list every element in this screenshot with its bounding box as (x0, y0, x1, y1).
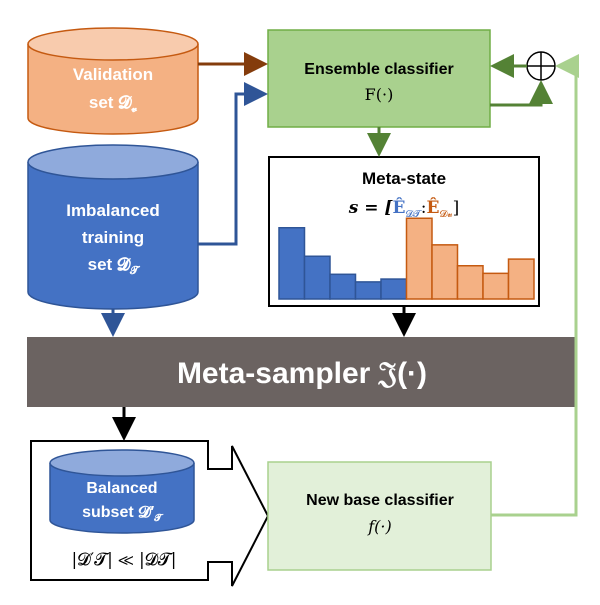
histogram-bar-train-3 (354, 281, 382, 300)
ensemble-label-line2: F(·) (365, 85, 394, 104)
validation-label-line2: set 𝓓𝓿 (89, 93, 137, 115)
ensemble-label-line1: Ensemble classifier (304, 61, 453, 78)
new-base-label-line2: f(·) (367, 517, 392, 536)
meta-sampler-label: Meta-sampler 𝔍(·) (177, 357, 427, 390)
histogram-bar-train-0 (278, 227, 306, 300)
histogram-bar-train-1 (303, 255, 331, 300)
balanced-label-line2: subset 𝓓′𝓣 (82, 504, 164, 524)
new-base-classifier-box: New base classifier f(·) (267, 461, 492, 571)
histogram-bar-train-2 (329, 273, 357, 300)
arrow-training-to-ensemble (198, 82, 268, 246)
meta-sampler-box: Meta-sampler 𝔍(·) (27, 337, 577, 407)
balanced-label-line1: Balanced (86, 480, 157, 497)
histogram-bar-val-8 (482, 272, 510, 300)
balanced-size-relation: |𝓓′𝓣| ≪ |𝓓𝓣| (72, 550, 177, 570)
histogram-bar-train-4 (380, 278, 408, 300)
arrow-ensemble-to-sum (490, 80, 553, 107)
histogram-bar-val-9 (507, 258, 535, 300)
histogram-bar-val-7 (456, 265, 484, 300)
balanced-subset-box: Balanced subset 𝓓′𝓣 |𝓓′𝓣| ≪ |𝓓𝓣| (30, 440, 270, 587)
imbalanced-training-set-cylinder: Imbalanced training set 𝓓𝓣 (27, 144, 199, 310)
imbalanced-label-line1: Imbalanced (66, 201, 160, 220)
ensemble-classifier-box: Ensemble classifier F(·) (267, 29, 491, 128)
arrow-new-base-to-sum (491, 54, 579, 517)
histogram-bar-val-5 (405, 217, 433, 300)
balanced-subset-cylinder: Balanced subset 𝓓′𝓣 (49, 449, 195, 534)
imbalanced-label-line3: set 𝓓𝓣 (88, 255, 141, 277)
meta-state-formula: s = [Ê𝓓𝓣:Ê𝓓𝓿] (348, 197, 459, 220)
meta-state-title: Meta-state (362, 169, 446, 188)
meta-state-box: Meta-state s = [Ê𝓓𝓣:Ê𝓓𝓿] (268, 156, 540, 307)
histogram-bar-val-6 (431, 244, 459, 300)
arrows (101, 52, 579, 517)
imbalanced-label-line2: training (82, 228, 144, 247)
validation-label-line1: Validation (73, 65, 153, 84)
new-base-label-line1: New base classifier (306, 492, 454, 509)
meta-state-histogram (278, 217, 535, 300)
sum-circle-icon (526, 51, 556, 81)
validation-set-cylinder: Validation set 𝓓𝓿 (27, 27, 199, 135)
